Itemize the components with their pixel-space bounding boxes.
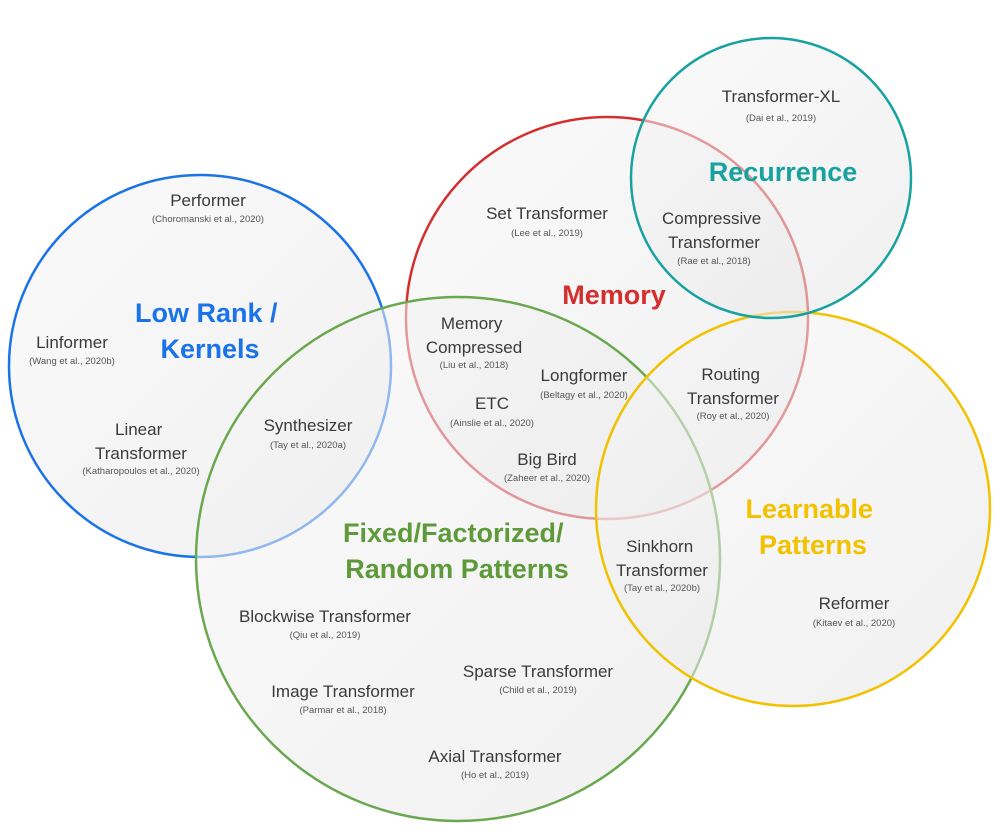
svg-text:Set Transformer: Set Transformer xyxy=(486,204,608,223)
model-label-memory-compressed: Memory Compressed (Liu et al., 2018) xyxy=(426,314,522,371)
model-label-etc: ETC (Ainslie et al., 2020) xyxy=(450,394,534,429)
model-label-linformer: Linformer (Wang et al., 2020b) xyxy=(29,333,115,367)
model-label-transformer-xl: Transformer-XL (Dai et al., 2019) xyxy=(722,87,840,124)
category-label-recurrence: Recurrence xyxy=(709,157,858,187)
model-label-linear-transformer: Linear Transformer (Katharopoulos et al.… xyxy=(82,420,199,477)
svg-text:Blockwise Transformer: Blockwise Transformer xyxy=(239,607,411,626)
svg-text:Routing Transformer: Routing Transformer xyxy=(687,365,779,408)
model-label-sinkhorn-transformer: Sinkhorn Transformer (Tay et al., 2020b) xyxy=(616,537,708,594)
circle-recurrence xyxy=(629,36,913,320)
svg-text:(Zaheer et al., 2020): (Zaheer et al., 2020) xyxy=(504,473,590,484)
svg-text:(Tay et al., 2020a): (Tay et al., 2020a) xyxy=(270,440,346,451)
model-label-routing-transformer: Routing Transformer (Roy et al., 2020) xyxy=(687,365,779,422)
svg-text:(Ho et al., 2019): (Ho et al., 2019) xyxy=(461,770,529,781)
svg-text:Sparse Transformer: Sparse Transformer xyxy=(463,662,614,681)
model-label-reformer: Reformer (Kitaev et al., 2020) xyxy=(813,594,895,629)
svg-text:(Child et al., 2019): (Child et al., 2019) xyxy=(499,685,577,696)
model-label-compressive-transformer: Compressive Transformer (Rae et al., 201… xyxy=(662,209,766,267)
category-label-low-rank: Low Rank / Kernels xyxy=(135,298,285,364)
model-label-longformer: Longformer (Beltagy et al., 2020) xyxy=(540,366,628,401)
svg-text:Linformer: Linformer xyxy=(36,333,108,352)
category-label-learnable-patterns: Learnable Patterns xyxy=(745,494,880,560)
model-label-set-transformer: Set Transformer (Lee et al., 2019) xyxy=(486,204,608,239)
category-label-fixed-patterns: Fixed/Factorized/ Random Patterns xyxy=(343,518,571,584)
svg-text:Reformer: Reformer xyxy=(819,594,890,613)
svg-text:Compressive Transformer: Compressive Transformer xyxy=(662,209,766,252)
svg-text:(Liu et al., 2018): (Liu et al., 2018) xyxy=(440,360,509,371)
svg-text:ETC: ETC xyxy=(475,394,509,413)
svg-text:Transformer-XL: Transformer-XL xyxy=(722,87,840,106)
svg-text:Performer: Performer xyxy=(170,191,246,210)
model-label-performer: Performer (Choromanski et al., 2020) xyxy=(152,191,264,225)
svg-text:Linear Transformer: Linear Transformer xyxy=(95,420,187,463)
svg-text:(Roy et al., 2020): (Roy et al., 2020) xyxy=(697,411,770,422)
svg-text:Axial Transformer: Axial Transformer xyxy=(428,747,562,766)
model-label-synthesizer: Synthesizer (Tay et al., 2020a) xyxy=(264,416,353,451)
svg-text:(Kitaev et al., 2020): (Kitaev et al., 2020) xyxy=(813,618,895,629)
svg-text:(Katharopoulos et al., 2020): (Katharopoulos et al., 2020) xyxy=(82,466,199,477)
svg-text:Image Transformer: Image Transformer xyxy=(271,682,415,701)
svg-text:(Choromanski et al., 2020): (Choromanski et al., 2020) xyxy=(152,214,264,225)
model-label-axial-transformer: Axial Transformer (Ho et al., 2019) xyxy=(428,747,562,781)
model-label-big-bird: Big Bird (Zaheer et al., 2020) xyxy=(504,450,590,484)
svg-text:Big Bird: Big Bird xyxy=(517,450,577,469)
model-label-blockwise-transformer: Blockwise Transformer (Qiu et al., 2019) xyxy=(239,607,411,641)
svg-text:Longformer: Longformer xyxy=(541,366,628,385)
svg-text:Sinkhorn Transformer: Sinkhorn Transformer xyxy=(616,537,708,580)
svg-text:(Ainslie et al., 2020): (Ainslie et al., 2020) xyxy=(450,418,534,429)
svg-text:(Beltagy et al., 2020): (Beltagy et al., 2020) xyxy=(540,390,628,401)
model-label-sparse-transformer: Sparse Transformer (Child et al., 2019) xyxy=(463,662,614,696)
model-label-image-transformer: Image Transformer (Parmar et al., 2018) xyxy=(271,682,415,716)
svg-text:(Dai et al., 2019): (Dai et al., 2019) xyxy=(746,113,816,124)
svg-text:(Rae et al., 2018): (Rae et al., 2018) xyxy=(677,256,750,267)
svg-text:(Lee et al., 2019): (Lee et al., 2019) xyxy=(511,228,583,239)
svg-text:Synthesizer: Synthesizer xyxy=(264,416,353,435)
svg-text:(Wang et al., 2020b): (Wang et al., 2020b) xyxy=(29,356,115,367)
svg-text:(Qiu et al., 2019): (Qiu et al., 2019) xyxy=(290,630,361,641)
svg-text:(Tay et al., 2020b): (Tay et al., 2020b) xyxy=(624,583,700,594)
svg-text:(Parmar et al., 2018): (Parmar et al., 2018) xyxy=(299,705,386,716)
category-label-memory: Memory xyxy=(562,280,666,310)
svg-text:Memory Compressed: Memory Compressed xyxy=(426,314,522,357)
